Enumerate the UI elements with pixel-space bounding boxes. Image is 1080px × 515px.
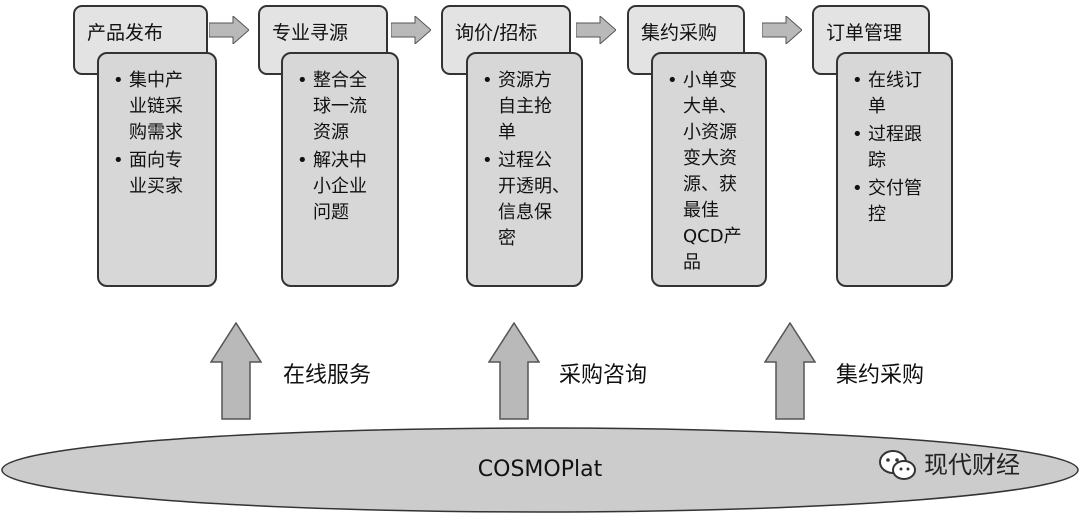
bullet-item: • 整合全 球一流 资源 — [297, 68, 389, 146]
flow-arrow-icon — [391, 16, 431, 44]
bullet-item: • 小单变 大单、 小资源 变大资 源、获 最佳 QCD产 品 — [667, 68, 757, 276]
watermark-text: 现代财经 — [924, 451, 1020, 479]
bullet-list: • 资源方 自主抢 单 • 过程公 开透明、 信息保 密 — [468, 54, 581, 252]
bullet-item: • 交付管 控 — [852, 176, 943, 228]
stage-title: 订单管理 — [826, 22, 903, 44]
bullet-dot-icon: • — [482, 150, 493, 171]
bullet-text: 整合全 球一流 资源 — [313, 70, 367, 143]
bullet-dot-icon: • — [297, 70, 308, 91]
stage-card-5: • 在线订 单 • 过程跟 踪 • 交付管 控 — [836, 52, 953, 287]
stage-title: 询价/招标 — [455, 22, 538, 44]
stage-card-4: • 小单变 大单、 小资源 变大资 源、获 最佳 QCD产 品 — [651, 52, 767, 287]
up-arrow-icon — [488, 322, 540, 420]
stage-card-3: • 资源方 自主抢 单 • 过程公 开透明、 信息保 密 — [466, 52, 583, 287]
stage-title: 集约采购 — [641, 22, 718, 44]
bullet-list: • 在线订 单 • 过程跟 踪 • 交付管 控 — [838, 54, 951, 228]
bullet-text: 集中产 业链采 购需求 — [129, 70, 183, 143]
platform-label: COSMOPlat — [477, 457, 603, 482]
stage-card-1: • 集中产 业链采 购需求 • 面向专 业买家 — [97, 52, 217, 287]
stage-title: 专业寻源 — [272, 22, 349, 44]
bullet-dot-icon: • — [852, 178, 863, 199]
bullet-text: 解决中 小企业 问题 — [313, 150, 367, 223]
bullet-text: 过程跟 踪 — [868, 124, 922, 171]
bullet-text: 面向专 业买家 — [129, 150, 183, 197]
bullet-text: 过程公 开透明、 信息保 密 — [498, 150, 570, 249]
bullet-dot-icon: • — [852, 124, 863, 145]
bullet-item: • 在线订 单 — [852, 68, 943, 120]
up-arrow-icon — [210, 322, 262, 420]
bullet-dot-icon: • — [297, 150, 308, 171]
stage-title: 产品发布 — [87, 22, 164, 44]
service-label-consulting: 采购咨询 — [559, 363, 648, 388]
watermark: 现代财经 — [878, 445, 1020, 485]
wechat-icon — [879, 450, 916, 480]
bullet-list: • 集中产 业链采 购需求 • 面向专 业买家 — [99, 54, 215, 200]
stage-card-2: • 整合全 球一流 资源 • 解决中 小企业 问题 — [281, 52, 399, 287]
bullet-item: • 解决中 小企业 问题 — [297, 148, 389, 226]
bullet-text: 小单变 大单、 小资源 变大资 源、获 最佳 QCD产 品 — [683, 70, 742, 273]
bullet-item: • 集中产 业链采 购需求 — [113, 68, 207, 146]
bullet-item: • 面向专 业买家 — [113, 148, 207, 200]
bullet-dot-icon: • — [667, 70, 678, 91]
bullet-dot-icon: • — [113, 70, 124, 91]
flow-arrow-icon — [576, 16, 616, 44]
bullet-item: • 过程跟 踪 — [852, 122, 943, 174]
service-label-procurement: 集约采购 — [836, 363, 925, 388]
platform-ellipse — [1, 427, 1079, 513]
bullet-dot-icon: • — [852, 70, 863, 91]
bullet-item: • 过程公 开透明、 信息保 密 — [482, 148, 573, 252]
flow-arrow-icon — [209, 16, 249, 44]
bullet-dot-icon: • — [113, 150, 124, 171]
bullet-text: 交付管 控 — [868, 178, 922, 225]
bullet-item: • 资源方 自主抢 单 — [482, 68, 573, 146]
up-arrow-icon — [764, 322, 816, 420]
flow-arrow-icon — [762, 16, 802, 44]
bullet-list: • 整合全 球一流 资源 • 解决中 小企业 问题 — [283, 54, 397, 226]
bullet-dot-icon: • — [482, 70, 493, 91]
bullet-text: 资源方 自主抢 单 — [498, 70, 552, 143]
bullet-text: 在线订 单 — [868, 70, 922, 117]
service-label-online: 在线服务 — [283, 363, 372, 388]
bullet-list: • 小单变 大单、 小资源 变大资 源、获 最佳 QCD产 品 — [653, 54, 765, 276]
